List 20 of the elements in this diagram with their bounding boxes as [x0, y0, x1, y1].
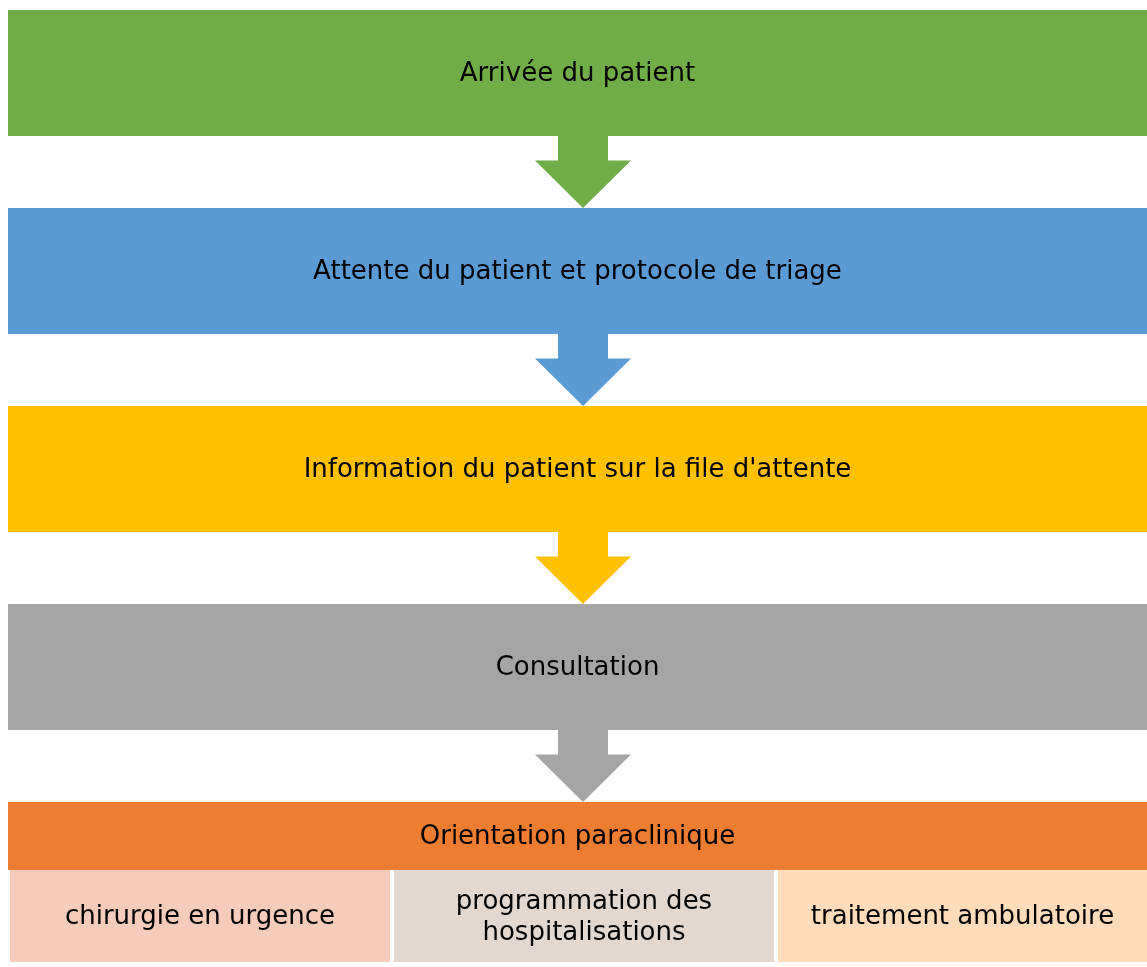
step-label: traitement ambulatoire — [809, 900, 1116, 932]
step-label: Consultation — [494, 651, 661, 683]
step-band — [8, 406, 1147, 532]
option-box — [392, 870, 774, 962]
block-arrow — [535, 532, 631, 604]
block-arrow — [535, 136, 631, 208]
step-band — [8, 604, 1147, 730]
step-label: Information du patient sur la file d'attente — [302, 453, 853, 485]
step-band — [8, 10, 1147, 136]
step-label: Arrivée du patient — [458, 57, 697, 89]
step-label: Orientation paraclinique — [418, 820, 737, 852]
option-box — [8, 870, 390, 962]
step-label: chirurgie en urgence — [63, 900, 337, 932]
step-label: programmation des hospitalisations — [454, 884, 714, 948]
block-arrow — [535, 730, 631, 802]
step-label: Attente du patient et protocole de triage — [312, 255, 843, 287]
step-band — [8, 802, 1147, 870]
step-band — [8, 208, 1147, 334]
block-arrow — [535, 334, 631, 406]
option-box — [776, 870, 1147, 962]
